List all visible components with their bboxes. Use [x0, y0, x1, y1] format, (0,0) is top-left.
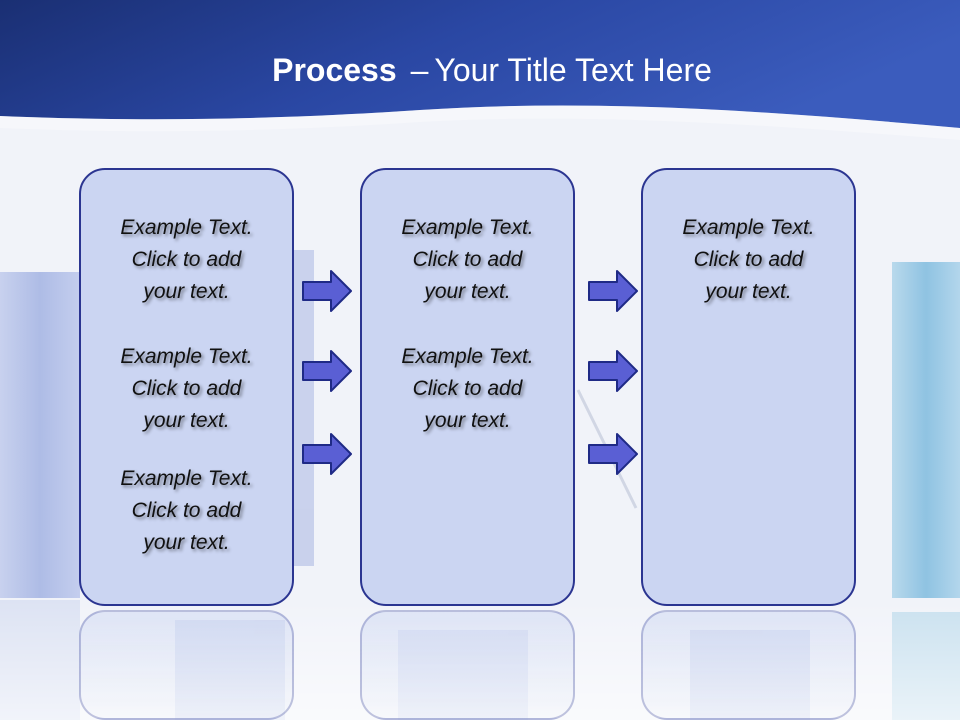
text-placeholder[interactable]: Example Text. Click to add your text. — [81, 341, 292, 437]
right-arrow-icon[interactable] — [302, 270, 352, 312]
text-line: Example Text. — [401, 216, 534, 239]
text-line: Example Text. — [682, 216, 815, 239]
box-reflection — [360, 610, 575, 720]
process-box-2[interactable]: Example Text. Click to add your text. Ex… — [360, 168, 575, 606]
text-line: your text. — [143, 280, 230, 303]
box-reflection — [641, 610, 856, 720]
text-line: Example Text. — [120, 467, 253, 490]
right-arrow-icon[interactable] — [588, 270, 638, 312]
header-wave — [0, 0, 960, 128]
text-line: your text. — [143, 409, 230, 432]
text-line: Example Text. — [120, 345, 253, 368]
right-arrow-icon[interactable] — [302, 433, 352, 475]
text-placeholder[interactable]: Example Text. Click to add your text. — [362, 341, 573, 437]
text-placeholder[interactable]: Example Text. Click to add your text. — [81, 463, 292, 559]
page-title: Process–Your Title Text Here — [0, 52, 960, 89]
process-box-3[interactable]: Example Text. Click to add your text. — [641, 168, 856, 606]
title-text: Your Title Text Here — [434, 52, 712, 88]
text-placeholder[interactable]: Example Text. Click to add your text. — [81, 212, 292, 308]
text-line: Example Text. — [120, 216, 253, 239]
text-placeholder[interactable]: Example Text. Click to add your text. — [643, 212, 854, 308]
text-line: your text. — [143, 531, 230, 554]
text-line: Click to add — [131, 248, 242, 271]
box-reflection — [79, 610, 294, 720]
title-bold: Process — [272, 52, 397, 88]
text-line: your text. — [424, 280, 511, 303]
text-line: Click to add — [693, 248, 804, 271]
text-line: Click to add — [131, 499, 242, 522]
text-line: your text. — [424, 409, 511, 432]
text-line: Example Text. — [401, 345, 534, 368]
process-box-1[interactable]: Example Text. Click to add your text. Ex… — [79, 168, 294, 606]
title-separator: – — [410, 52, 429, 88]
text-line: Click to add — [412, 248, 523, 271]
text-placeholder[interactable]: Example Text. Click to add your text. — [362, 212, 573, 308]
text-line: Click to add — [131, 377, 242, 400]
right-arrow-icon[interactable] — [588, 350, 638, 392]
text-line: your text. — [705, 280, 792, 303]
right-arrow-icon[interactable] — [302, 350, 352, 392]
right-arrow-icon[interactable] — [588, 433, 638, 475]
text-line: Click to add — [412, 377, 523, 400]
